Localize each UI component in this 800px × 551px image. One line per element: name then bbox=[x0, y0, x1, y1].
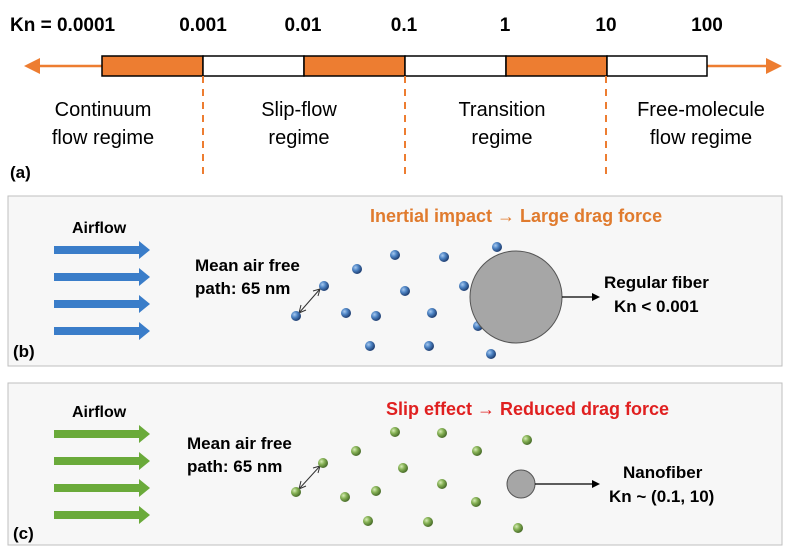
panel-b-fiber-pointer bbox=[562, 293, 600, 301]
kn-tick-4: 1 bbox=[500, 15, 511, 36]
scale-segment-3 bbox=[303, 55, 406, 77]
panel-c-tag: (c) bbox=[13, 524, 34, 543]
regime-slip-line1: Slip-flow bbox=[261, 99, 337, 121]
regular-fiber bbox=[469, 250, 563, 344]
air-molecule bbox=[439, 252, 449, 262]
regime-labels: Continuum flow regime Slip-flow regime T… bbox=[52, 99, 765, 149]
air-molecule bbox=[522, 435, 532, 445]
air-molecule bbox=[340, 492, 350, 502]
air-molecule bbox=[437, 428, 447, 438]
air-molecule bbox=[351, 446, 361, 456]
air-molecule bbox=[371, 486, 381, 496]
scale-segment-5 bbox=[505, 55, 608, 77]
panel-a: Kn = 0.0001 0.001 0.01 0.1 1 10 100 bbox=[10, 15, 782, 182]
panel-c-path-line2: path: 65 nm bbox=[187, 457, 282, 476]
airflow-arrow-icon bbox=[54, 506, 150, 524]
panel-c-path-line1: Mean air free bbox=[187, 434, 292, 453]
kn-tick-2: 0.01 bbox=[285, 15, 322, 36]
panel-b-fiber-line1: Regular fiber bbox=[604, 273, 709, 292]
panel-b-airflow-label: Airflow bbox=[72, 220, 127, 237]
regime-free-molecule-line2: flow regime bbox=[650, 127, 752, 149]
air-molecule bbox=[319, 281, 329, 291]
scale-segment-6 bbox=[606, 55, 708, 77]
right-arrowhead-icon bbox=[766, 58, 782, 74]
air-molecule bbox=[486, 349, 496, 359]
airflow-arrow-icon bbox=[54, 322, 150, 340]
regime-continuum-line2: flow regime bbox=[52, 127, 154, 149]
pointer-arrowhead-icon bbox=[592, 293, 600, 301]
kn-tick-5: 10 bbox=[595, 15, 616, 36]
airflow-arrow-icon bbox=[54, 452, 150, 470]
panel-c: Airflow Slip effect → Reduced drag force… bbox=[7, 382, 783, 546]
kn-tick-labels: Kn = 0.0001 0.001 0.01 0.1 1 10 100 bbox=[10, 15, 723, 36]
air-molecule bbox=[363, 516, 373, 526]
nanofiber bbox=[506, 469, 536, 499]
panel-b: Airflow Inertial impact → Large drag for… bbox=[7, 195, 783, 367]
regime-slip-line2: regime bbox=[268, 127, 329, 149]
airflow-arrow-icon bbox=[54, 241, 150, 259]
air-molecule bbox=[423, 517, 433, 527]
kn-tick-1: 0.001 bbox=[179, 15, 227, 36]
panel-b-headline: Inertial impact → Large drag force bbox=[370, 206, 662, 226]
air-molecule bbox=[390, 250, 400, 260]
panel-c-fiber-line1: Nanofiber bbox=[623, 463, 703, 482]
regime-transition-line2: regime bbox=[471, 127, 532, 149]
air-molecule bbox=[341, 308, 351, 318]
panel-a-tag: (a) bbox=[10, 163, 31, 182]
air-molecule bbox=[291, 487, 301, 497]
kn-tick-6: 100 bbox=[691, 15, 723, 36]
panel-c-headline: Slip effect → Reduced drag force bbox=[386, 399, 669, 419]
air-molecule bbox=[492, 242, 502, 252]
air-molecule bbox=[472, 446, 482, 456]
panel-b-airflow-arrows bbox=[54, 241, 150, 340]
scale-segment-1 bbox=[101, 55, 204, 77]
regime-continuum-line1: Continuum bbox=[55, 99, 152, 121]
kn-tick-3: 0.1 bbox=[391, 15, 418, 36]
kn-tick-0: Kn = 0.0001 bbox=[10, 15, 116, 36]
panel-b-tag: (b) bbox=[13, 342, 35, 361]
panel-c-airflow-label: Airflow bbox=[72, 404, 127, 421]
air-molecule bbox=[352, 264, 362, 274]
regime-free-molecule-line1: Free-molecule bbox=[637, 99, 765, 121]
airflow-arrow-icon bbox=[54, 425, 150, 443]
panel-c-air-molecules bbox=[291, 427, 532, 533]
air-molecule bbox=[437, 479, 447, 489]
panel-b-path-line2: path: 65 nm bbox=[195, 279, 290, 298]
airflow-arrow-icon bbox=[54, 268, 150, 286]
airflow-arrow-icon bbox=[54, 479, 150, 497]
regime-separators bbox=[202, 76, 607, 178]
panel-b-air-molecules bbox=[291, 242, 502, 359]
left-arrowhead-icon bbox=[24, 58, 40, 74]
air-molecule bbox=[471, 497, 481, 507]
air-molecule bbox=[400, 286, 410, 296]
airflow-arrow-icon bbox=[54, 295, 150, 313]
panel-c-airflow-arrows bbox=[54, 425, 150, 524]
panel-b-path-line1: Mean air free bbox=[195, 256, 300, 275]
scale-segment-2 bbox=[202, 55, 305, 77]
regime-transition-line1: Transition bbox=[458, 99, 545, 121]
kn-scale-bar bbox=[101, 55, 708, 77]
panel-c-fiber-pointer bbox=[535, 480, 600, 488]
air-molecule bbox=[459, 281, 469, 291]
air-molecule bbox=[398, 463, 408, 473]
air-molecule bbox=[371, 311, 381, 321]
air-molecule bbox=[390, 427, 400, 437]
air-molecule bbox=[291, 311, 301, 321]
air-molecule bbox=[513, 523, 523, 533]
air-molecule bbox=[318, 458, 328, 468]
air-molecule bbox=[365, 341, 375, 351]
air-molecule bbox=[427, 308, 437, 318]
panel-b-fiber-line2: Kn < 0.001 bbox=[614, 297, 699, 316]
scale-segment-4 bbox=[404, 55, 507, 77]
pointer-arrowhead-icon bbox=[592, 480, 600, 488]
panel-c-fiber-line2: Kn ~ (0.1, 10) bbox=[609, 487, 714, 506]
air-molecule bbox=[424, 341, 434, 351]
